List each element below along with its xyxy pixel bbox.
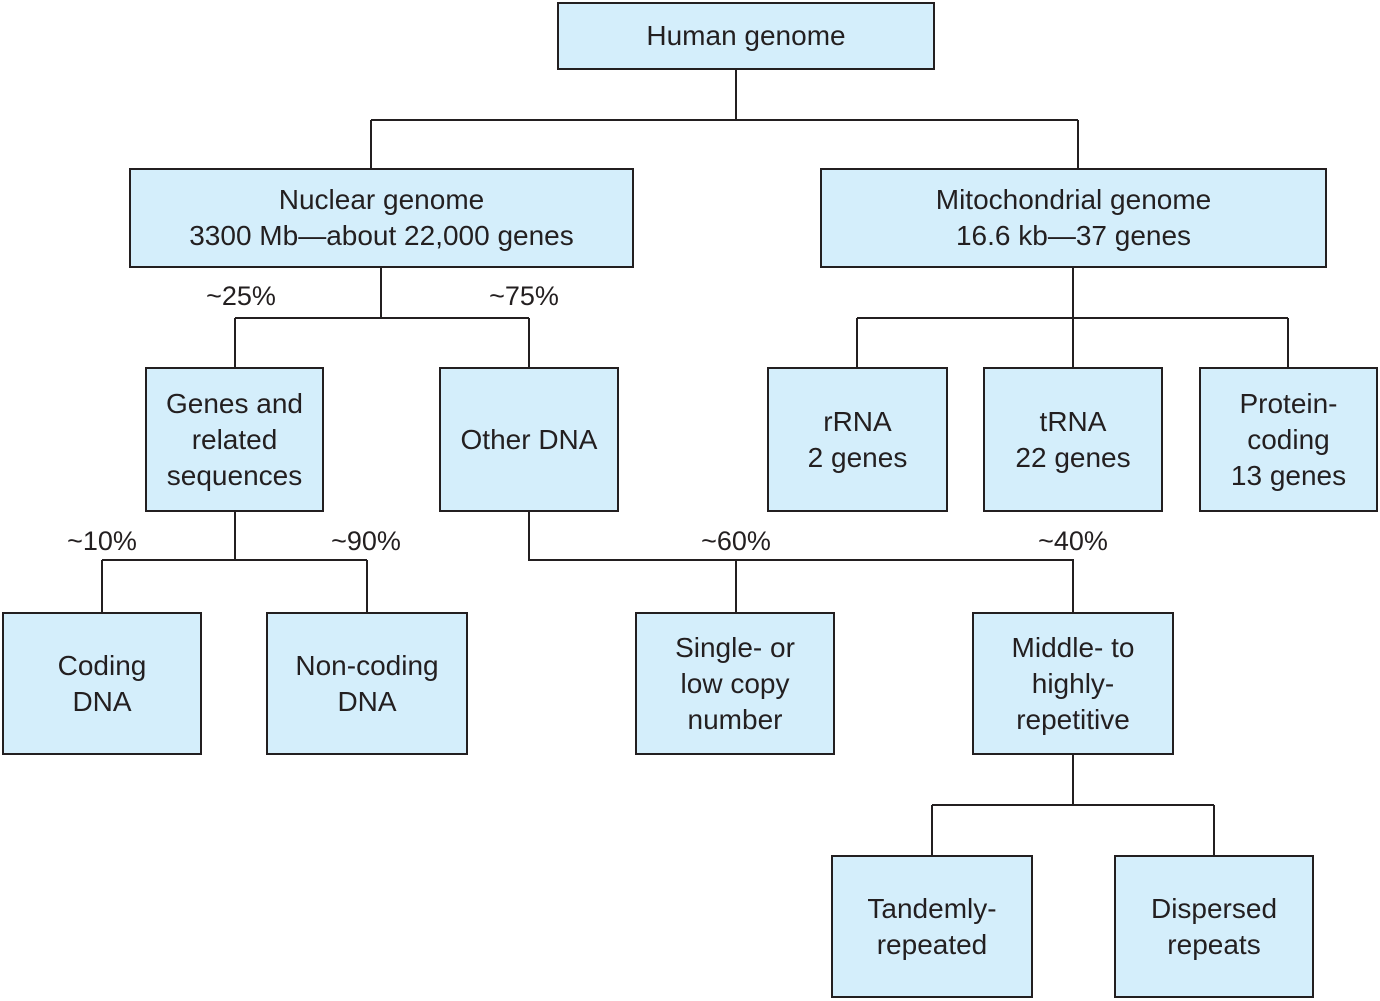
- node-text-line: highly-: [1031, 667, 1115, 699]
- pct-middle-high: ~40%: [1038, 526, 1108, 556]
- node-tandemly-repeated: Tandemly-repeated: [831, 855, 1033, 998]
- node-genes-related-sequences: Genes and related sequences: [145, 367, 324, 512]
- node-text-line: 13 genes: [1230, 459, 1347, 491]
- node-text-line: DNA: [72, 685, 132, 717]
- node-text-line: coding: [1247, 423, 1330, 455]
- node-middle-highly-repetitive: Middle- to highly-repetitive: [972, 612, 1174, 755]
- node-text-line: 22 genes: [1015, 441, 1131, 473]
- node-text-line: 2 genes: [807, 441, 908, 473]
- node-text-line: Middle- to: [1011, 631, 1135, 663]
- node-text-line: repeats: [1167, 928, 1261, 960]
- node-text-line: DNA: [337, 685, 397, 717]
- node-nuclear-genome: Nuclear genome 3300 Mb—about 22,000 genes: [129, 168, 634, 268]
- node-text-line: 3300 Mb—about 22,000 genes: [189, 220, 574, 251]
- pct-other-dna: ~75%: [489, 281, 559, 311]
- node-protein-coding: Protein-coding 13 genes: [1199, 367, 1378, 512]
- node-text-line: Dispersed: [1150, 892, 1278, 924]
- node-text-line: Nuclear genome: [278, 184, 485, 215]
- pct-single-low: ~60%: [701, 526, 771, 556]
- node-text-line: Protein-: [1239, 387, 1338, 419]
- node-text-line: tRNA: [1039, 405, 1107, 437]
- node-text-line: rRNA: [823, 405, 892, 437]
- edge-middle-high-branches: [931, 755, 1215, 855]
- node-human-genome: Human genome: [557, 2, 935, 70]
- node-text-line: 16.6 kb—37 genes: [955, 220, 1192, 251]
- edge-human-genome-branches: [370, 70, 1079, 168]
- edge-genes-related-branches: [101, 512, 368, 612]
- node-text-line: related: [191, 423, 278, 455]
- node-text-line: number: [687, 703, 783, 735]
- node-text-line: Tandemly-: [867, 892, 997, 924]
- pct-genes-related: ~25%: [206, 281, 276, 311]
- node-single-low-copy: Single- or low copy number: [635, 612, 835, 755]
- node-text-line: Mitochondrial genome: [935, 184, 1212, 215]
- node-text-line: Non-coding: [295, 649, 439, 681]
- node-text-line: Genes and: [166, 387, 303, 419]
- edge-other-dna-branches: [528, 512, 1074, 612]
- node-text-line: Single- or: [675, 631, 795, 663]
- node-text-line: repeated: [876, 928, 988, 960]
- node-rrna: rRNA 2 genes: [767, 367, 948, 512]
- node-other-dna: Other DNA: [439, 367, 619, 512]
- node-text-line: sequences: [166, 459, 303, 491]
- node-text-line: low copy: [680, 667, 790, 699]
- pct-noncoding: ~90%: [331, 526, 401, 556]
- edge-nuclear-branches: [234, 268, 530, 367]
- pct-coding: ~10%: [67, 526, 137, 556]
- node-dispersed-repeats: Dispersed repeats: [1114, 855, 1314, 998]
- node-text-line: Coding: [57, 649, 147, 681]
- node-text-line: Other DNA: [460, 423, 598, 455]
- node-text-line: Human genome: [646, 20, 846, 51]
- edge-mito-branches: [856, 268, 1289, 367]
- node-text-line: repetitive: [1016, 703, 1130, 735]
- node-trna: tRNA 22 genes: [983, 367, 1163, 512]
- node-mitochondrial-genome: Mitochondrial genome 16.6 kb—37 genes: [820, 168, 1327, 268]
